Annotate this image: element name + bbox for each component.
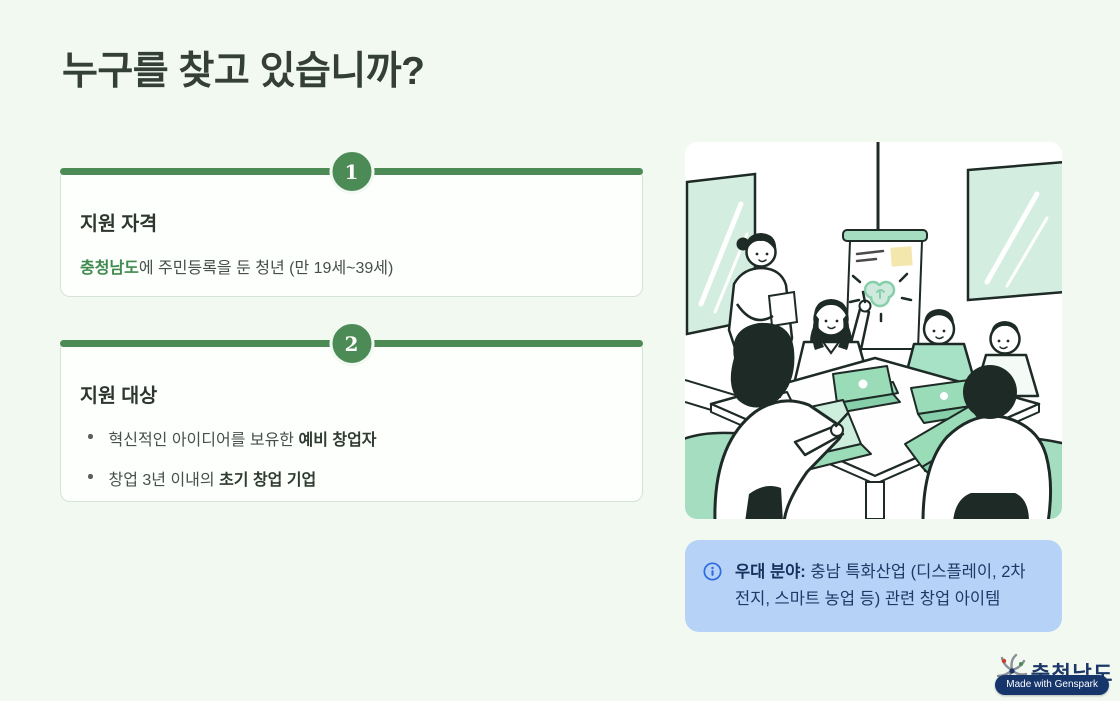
eligibility-body: 에 주민등록을 둔 청년 (만 19세~39세) [138,260,394,277]
bullet-bold: 초기 창업 기업 [219,472,317,489]
bullet-prefix: 혁신적인 아이디어를 보유한 [108,432,299,449]
bullet-dot [88,434,93,439]
card-target: 2 지원 대상 혁신적인 아이디어를 보유한 예비 창업자 창업 3년 이내의 … [60,321,643,502]
footer: 충청남도 Made with Genspark [980,652,1116,698]
list-item: 창업 3년 이내의 초기 창업 기업 [88,466,622,490]
card-target-panel: 지원 대상 혁신적인 아이디어를 보유한 예비 창업자 창업 3년 이내의 초기… [60,340,643,502]
bullet-text: 혁신적인 아이디어를 보유한 예비 창업자 [109,426,377,450]
step-number-1: 1 [344,159,359,184]
team-meeting-illustration [685,142,1062,519]
page-title: 누구를 찾고 있습니까? [62,50,425,93]
priority-info-text: 우대 분야: 충남 특화산업 (디스플레이, 2차 전지, 스마트 농업 등) … [735,559,1040,613]
list-item: 혁신적인 아이디어를 보유한 예비 창업자 [88,426,622,450]
card-eligibility: 1 지원 자격 충청남도에 주민등록을 둔 청년 (만 19세~39세) [60,149,643,297]
bullet-bold: 예비 창업자 [298,432,377,449]
step-number-badge-2: 2 [329,321,374,366]
info-icon [703,562,722,613]
bullet-prefix: 창업 3년 이내의 [108,472,220,489]
card-target-title: 지원 대상 [80,385,158,407]
card-eligibility-title: 지원 자격 [80,213,158,235]
priority-info-box: 우대 분야: 충남 특화산업 (디스플레이, 2차 전지, 스마트 농업 등) … [685,540,1062,633]
card-eligibility-text: 충청남도에 주민등록을 둔 청년 (만 19세~39세) [80,254,622,278]
step-number-2: 2 [344,331,359,356]
step-number-badge-1: 1 [329,149,374,194]
bullet-text: 창업 3년 이내의 초기 창업 기업 [109,466,317,490]
priority-body: 충남 특화산업 (디스플레이, 2차 전지, 스마트 농업 등) 관련 창업 아… [735,563,1026,609]
region-highlight: 충청남도 [80,260,139,277]
priority-label: 우대 분야: [735,563,806,581]
made-with-genspark-badge[interactable]: Made with Genspark [995,675,1109,695]
target-bullet-list: 혁신적인 아이디어를 보유한 예비 창업자 창업 3년 이내의 초기 창업 기업 [80,426,622,490]
bullet-dot [88,474,93,479]
